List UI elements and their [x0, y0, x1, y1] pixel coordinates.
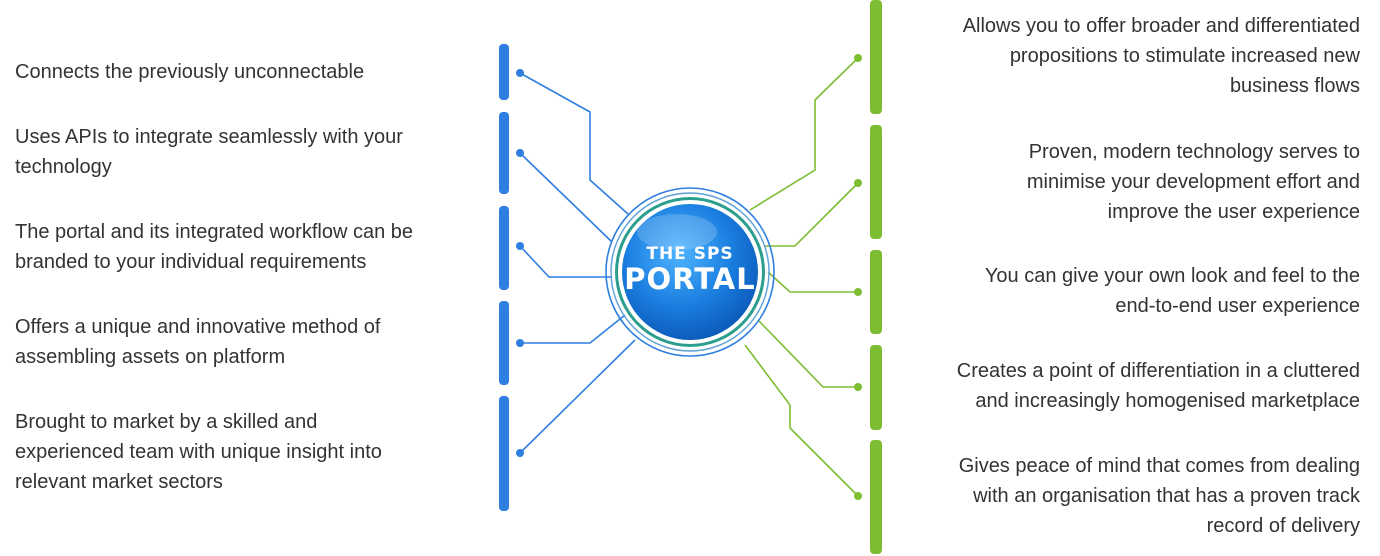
right-dot-4	[854, 383, 862, 391]
left-benefit-2: Uses APIs to integrate seamlessly with y…	[15, 126, 403, 178]
right-connector-3	[767, 271, 858, 293]
right-connector-4	[757, 319, 858, 388]
right-bar-2	[870, 125, 882, 239]
left-dot-2	[516, 149, 524, 157]
hub-title-line2: PORTAL	[624, 262, 756, 296]
right-benefit-4: Creates a point of differentiation in a …	[956, 360, 1360, 412]
left-connector-4	[520, 314, 626, 344]
right-bar-1	[870, 0, 882, 114]
right-dot-1	[854, 54, 862, 62]
right-dot-5	[854, 492, 862, 500]
right-dot-2	[854, 179, 862, 187]
right-benefit-5: Gives peace of mind that comes from deal…	[958, 455, 1360, 537]
left-connector-2	[519, 152, 613, 243]
left-connector-5	[519, 339, 636, 454]
hub-title-line1: THE SPS	[646, 244, 734, 264]
left-bar-2	[499, 112, 509, 194]
left-benefit-1: Connects the previously unconnectable	[15, 61, 365, 83]
right-connector-1	[749, 57, 859, 211]
left-dot-3	[516, 242, 524, 250]
right-benefit-1: Allows you to offer broader and differen…	[962, 15, 1360, 97]
left-benefit-4: Offers a unique and innovative method of…	[15, 316, 381, 368]
left-benefit-3: The portal and its integrated workflow c…	[15, 221, 413, 273]
left-bar-5	[499, 396, 509, 511]
right-benefit-3: You can give your own look and feel to t…	[984, 265, 1360, 317]
hub-title: THE SPS PORTAL	[610, 245, 770, 295]
right-bar-3	[870, 250, 882, 334]
left-dot-4	[516, 339, 524, 347]
right-connector-5	[744, 344, 859, 497]
right-bar-5	[870, 440, 882, 554]
hub-circle	[605, 187, 775, 357]
left-dot-1	[516, 69, 524, 77]
right-benefit-2: Proven, modern technology serves to mini…	[1026, 141, 1360, 223]
left-bar-4	[499, 301, 509, 385]
right-connector-2	[765, 182, 859, 247]
right-dot-3	[854, 288, 862, 296]
left-bar-1	[499, 44, 509, 100]
right-bar-4	[870, 345, 882, 430]
left-connector-1	[519, 72, 629, 215]
left-dot-5	[516, 449, 524, 457]
left-benefit-5: Brought to market by a skilled and exper…	[15, 411, 382, 493]
left-connector-3	[519, 245, 612, 278]
left-bar-3	[499, 206, 509, 290]
